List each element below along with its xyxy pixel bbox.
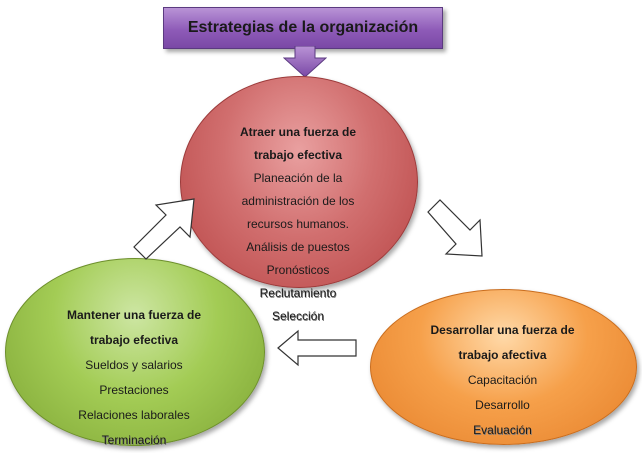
maintain-item: Prestaciones xyxy=(99,383,169,397)
attract-item: Reclutamiento xyxy=(259,286,337,300)
attract-ellipse xyxy=(180,76,418,288)
header-title: Estrategias de la organización xyxy=(187,19,419,36)
down-arrow-icon xyxy=(283,46,327,78)
attract-item: Pronósticos xyxy=(266,263,330,277)
attract-item: administración de los xyxy=(241,194,355,208)
maintain-title-line2: trabajo efectiva xyxy=(89,333,179,347)
arrow-left-icon xyxy=(277,329,357,367)
arrow-up-right-icon xyxy=(133,198,195,260)
maintain-item: Relaciones laborales xyxy=(78,408,190,422)
attract-item: Análisis de puestos xyxy=(246,240,350,254)
attract-title-line2: trabajo efectiva xyxy=(253,148,343,162)
attract-item: Planeación de la xyxy=(253,171,343,185)
develop-ellipse xyxy=(370,289,637,445)
attract-content: Atraer una fuerza de trabajo efectiva Pl… xyxy=(200,121,396,328)
arrow-down-right-icon xyxy=(427,199,483,257)
develop-item: Evaluación xyxy=(473,423,532,437)
attract-title-line1: Atraer una fuerza de xyxy=(239,125,357,139)
develop-title-line2: trabajo afectiva xyxy=(458,348,547,362)
maintain-item: Sueldos y salarios xyxy=(85,358,183,372)
attract-item: Selección xyxy=(271,309,325,323)
maintain-ellipse xyxy=(5,258,265,446)
attract-item: recursos humanos. xyxy=(246,217,350,231)
maintain-title-line1: Mantener una fuerza de xyxy=(66,308,202,322)
develop-item: Desarrollo xyxy=(475,398,530,412)
maintain-content: Mantener una fuerza de trabajo efectiva … xyxy=(30,303,238,453)
develop-content: Desarrollar una fuerza de trabajo afecti… xyxy=(395,318,610,443)
develop-title-line1: Desarrollar una fuerza de xyxy=(430,323,575,337)
develop-item: Capacitación xyxy=(467,373,538,387)
strategies-header: Estrategias de la organización xyxy=(163,7,443,49)
maintain-item: Terminación xyxy=(101,433,167,447)
